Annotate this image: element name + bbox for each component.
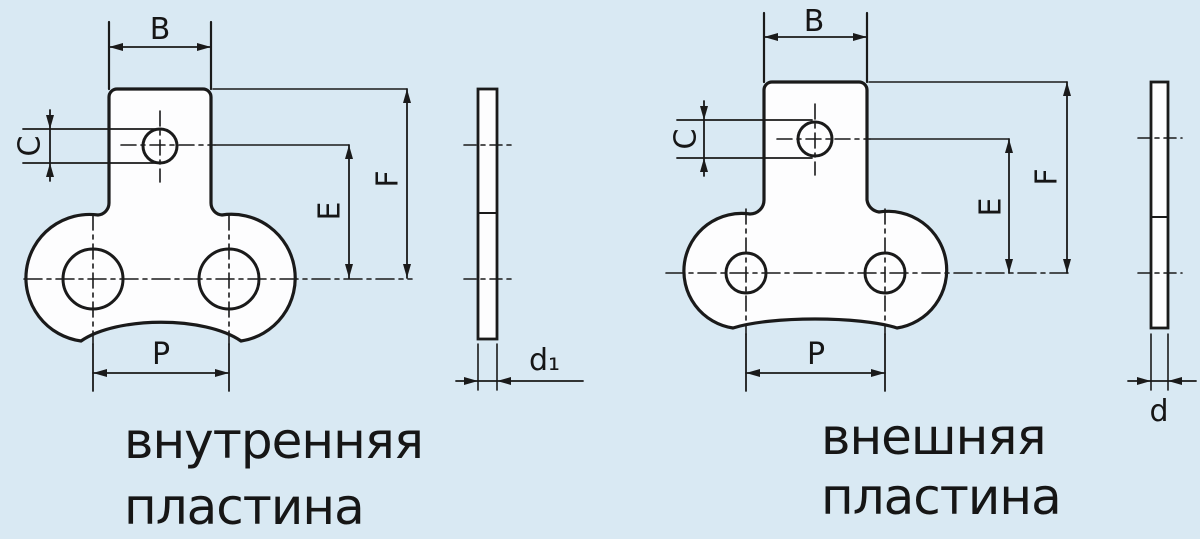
outer-side-view-body [1149,80,1170,330]
inner-dim-C-arrow-top [46,115,54,129]
inner-plate-side-view [455,87,584,391]
inner-dim-label-d1: d₁ [529,343,560,378]
outer-dim-label-d: d [1149,394,1168,429]
inner-dim-F-arrow-bottom [403,264,411,278]
inner-dim-E-arrow-top [345,145,353,159]
outer-dim-B-arrow-left [764,33,778,41]
inner-plate-caption-line1: внутренняя [124,412,423,470]
outer-dim-d-arrow-right [1168,377,1182,385]
inner-dim-label-C: C [13,136,48,157]
inner-dim-C-arrow-bottom [46,163,54,177]
outer-dim-label-F: F [1030,168,1065,185]
inner-dim-label-P: P [152,337,170,372]
outer-dim-F-arrow-bottom [1063,259,1071,273]
inner-dim-label-E: E [313,202,348,221]
outer-dim-B-arrow-right [853,33,867,41]
inner-dim-P-arrow-right [215,369,229,377]
outer-dim-F-arrow-top [1063,82,1071,96]
outer-dim-label-C: C [669,129,704,150]
inner-dim-B-arrow-left [109,43,123,51]
inner-dim-label-F: F [371,170,406,187]
outer-plate-caption-line1: внешняя [821,408,1046,466]
inner-dim-B-arrow-right [197,43,211,51]
inner-plate-drawing [22,20,413,392]
outer-dim-label-P: P [807,337,825,372]
inner-dim-d1-arrow-left [464,377,478,385]
outer-plate-drawing [665,11,1073,392]
outer-plate-outline [682,80,949,330]
inner-dim-E-arrow-bottom [345,264,353,278]
inner-dim-F-arrow-top [403,89,411,103]
outer-dim-C-arrow-top [700,106,708,120]
inner-dim-P-arrow-left [93,369,107,377]
inner-dim-label-B: B [150,12,171,47]
inner-plate-caption-line2: пластина [124,478,364,536]
outer-dim-label-E: E [974,198,1009,217]
outer-plate-side-view [1127,80,1197,391]
outer-dim-C-arrow-bottom [700,158,708,172]
outer-plate-caption-line2: пластина [821,468,1061,526]
outer-dim-P-arrow-left [746,369,760,377]
outer-dim-E-arrow-bottom [1005,259,1013,273]
outer-dim-label-B: B [804,4,825,39]
outer-dim-P-arrow-right [871,369,885,377]
outer-dim-E-arrow-top [1005,139,1013,153]
inner-dim-d1-arrow-right [497,377,511,385]
outer-dim-d-arrow-left [1137,377,1151,385]
